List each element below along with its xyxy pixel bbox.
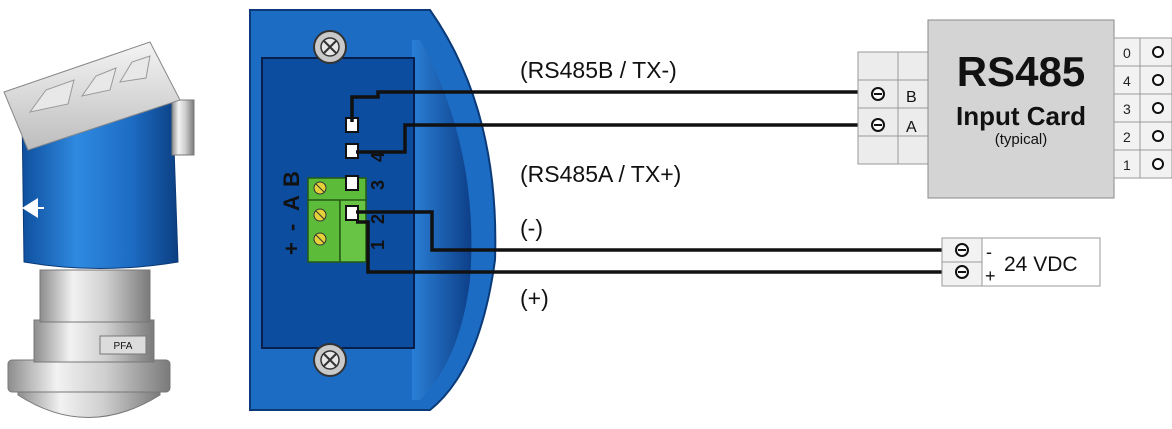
cable-gland <box>171 99 195 156</box>
card-terminal-a: A <box>871 118 917 136</box>
label-rs485b: (RS485B / TX-) <box>520 57 677 83</box>
sensor-badge: PFA <box>114 341 133 352</box>
card-right-terminal-0: 0 <box>1123 45 1131 61</box>
sensor-neck <box>39 269 151 323</box>
card-terminal-a-label: A <box>906 119 917 136</box>
card-right-terminal-2: 2 <box>1123 129 1131 145</box>
card-terminal-b: B <box>871 87 917 106</box>
card-right-terminal-1: 1 <box>1123 157 1131 173</box>
input-card-body <box>927 19 1115 199</box>
label-minus: (-) <box>520 215 543 241</box>
input-card-subtitle: Input Card <box>956 101 1086 131</box>
power-terminal-plus-icon <box>955 265 969 279</box>
terminal-screw-icon <box>313 208 327 222</box>
card-right-terminal-screws <box>1152 46 1164 170</box>
terminal-sign-b: B <box>279 171 304 187</box>
card-right-terminal-3: 3 <box>1123 101 1131 117</box>
wire-plus <box>356 220 962 274</box>
power-plus-sign: + <box>985 266 996 286</box>
label-plus: (+) <box>520 285 549 311</box>
screw-bottom-icon <box>313 343 347 377</box>
terminal-sign-a: A <box>279 195 304 211</box>
terminal-slot <box>345 175 359 191</box>
terminal-sign-plus: + <box>279 242 304 255</box>
power-terminal-minus-icon <box>955 243 969 257</box>
terminal-sign-labels: + - A B <box>279 171 304 255</box>
label-rs485a: (RS485A / TX+) <box>520 161 681 187</box>
power-label-box <box>981 237 1101 287</box>
input-card-title: RS485 <box>957 48 1085 95</box>
sensor-logo <box>22 198 44 218</box>
card-right-terminal-4: 4 <box>1123 73 1131 89</box>
terminal-housing <box>249 9 497 411</box>
power-supply: - + 24 VDC <box>941 237 1101 287</box>
terminal-screw-icon <box>313 232 327 246</box>
terminal-number-1: 1 <box>368 240 388 250</box>
input-card: RS485 Input Card (typical) B A 0 4 3 2 1 <box>857 19 1172 199</box>
screw-top-icon <box>313 30 347 64</box>
wires <box>350 90 962 274</box>
input-card-note: (typical) <box>995 131 1048 148</box>
terminal-number-2: 2 <box>368 214 388 224</box>
power-minus-sign: - <box>986 242 992 262</box>
wire-minus <box>356 210 962 252</box>
card-terminal-b-label: B <box>906 89 917 106</box>
terminal-sign-minus: - <box>279 224 304 231</box>
terminal-number-3: 3 <box>368 180 388 190</box>
sensor-flange <box>7 359 171 393</box>
terminal-number-labels: 1 2 3 4 <box>368 152 388 250</box>
terminal-number-4: 4 <box>368 152 388 162</box>
wire-rs485a <box>356 123 878 154</box>
terminal-screw-icon <box>313 181 327 195</box>
power-label: 24 VDC <box>1004 253 1078 276</box>
sensor-device: PFA <box>3 41 195 418</box>
terminal-block <box>307 117 367 263</box>
